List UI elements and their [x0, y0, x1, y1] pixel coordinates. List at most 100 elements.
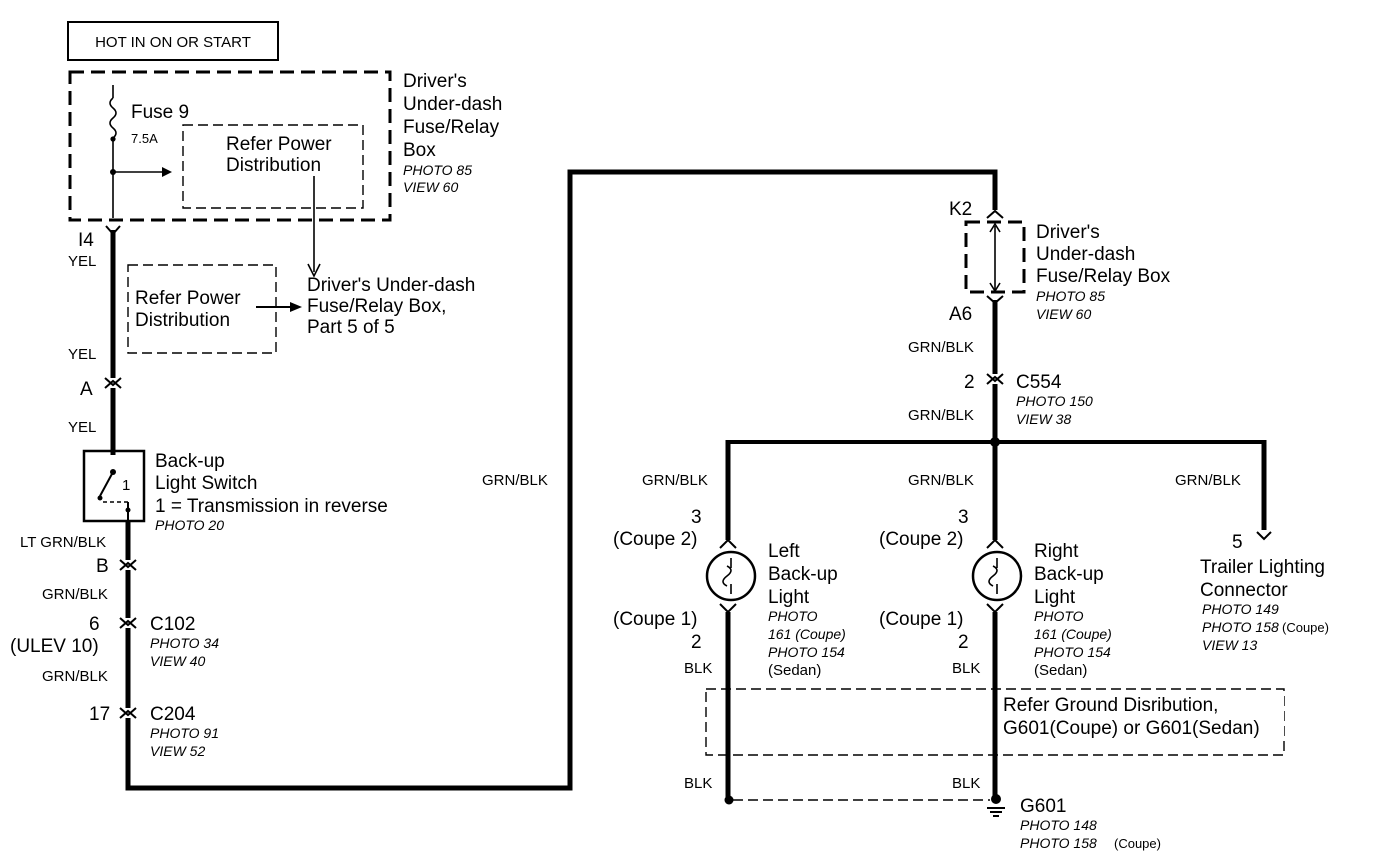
switch-position: 1 — [122, 477, 130, 494]
fuse-box-right-photo: PHOTO 85 — [1036, 288, 1105, 304]
connector-a-label: A — [80, 379, 93, 400]
right-light-bulb — [971, 550, 1023, 602]
fuse-box-title-4: Box — [403, 140, 436, 161]
c204-name: C204 — [150, 704, 196, 725]
terminal-k2: K2 — [949, 199, 972, 220]
trailer-title-2: Connector — [1200, 580, 1288, 601]
terminal-i4: I4 — [78, 230, 94, 251]
left-light-bot-pin: 2 — [691, 632, 702, 653]
left-light-top-connector — [719, 538, 737, 549]
left-ground-dot — [724, 795, 734, 805]
left-light-photo-2: 161 (Coupe) — [768, 626, 846, 642]
c204-pin: 17 — [89, 704, 110, 725]
fuse-box-photo: PHOTO 85 — [403, 162, 472, 178]
ground-refer-box — [705, 688, 1285, 756]
switch-photo: PHOTO 20 — [155, 517, 224, 533]
trailer-title-1: Trailer Lighting — [1200, 557, 1325, 578]
right-light-filament — [988, 558, 998, 594]
branch-right-label: GRN/BLK — [1175, 472, 1241, 489]
left-light-photo-1: PHOTO — [768, 608, 818, 624]
refer-power-top-1: Refer Power — [226, 134, 332, 155]
right-light-ground-wire-2: BLK — [952, 775, 980, 792]
wire-grn-blk-b-label: GRN/BLK — [42, 586, 108, 603]
c102-alt: (ULEV 10) — [10, 636, 99, 657]
right-light-title-2: Back-up — [1034, 564, 1104, 585]
connector-a — [104, 377, 122, 389]
wire-lt-grn-blk-label: LT GRN/BLK — [20, 534, 106, 551]
trailer-view: VIEW 13 — [1202, 637, 1257, 653]
right-light-sedan: (Sedan) — [1034, 662, 1087, 679]
switch-blade — [99, 471, 114, 497]
c554-view: VIEW 38 — [1016, 411, 1071, 427]
left-light-bot-variant: (Coupe 1) — [613, 609, 698, 630]
fuse-box-title-2: Under-dash — [403, 94, 502, 115]
fuse-box-right-arrow-up — [989, 222, 1001, 233]
right-light-ground-wire: BLK — [952, 660, 980, 677]
left-light-sedan: (Sedan) — [768, 662, 821, 679]
branch-left-label: GRN/BLK — [642, 472, 708, 489]
wire-grn-blk-a6-label: GRN/BLK — [908, 339, 974, 356]
right-light-top-connector — [986, 538, 1004, 549]
switch-note: 1 = Transmission in reverse — [155, 496, 388, 517]
refer-target-1: Driver's Under-dash — [307, 275, 475, 296]
c102-view: VIEW 40 — [150, 653, 205, 669]
left-light-photo-3: PHOTO 154 — [768, 644, 845, 660]
c554-name: C554 — [1016, 372, 1062, 393]
left-light-bottom-connector — [719, 603, 737, 614]
power-label: HOT IN ON OR START — [95, 34, 251, 51]
c102-pin: 6 — [89, 614, 100, 635]
fuse-box-title-1: Driver's — [403, 71, 467, 92]
right-light-bot-pin: 2 — [958, 632, 969, 653]
ground-refer-bg — [1000, 691, 1284, 741]
refer-target-2: Fuse/Relay Box, — [307, 296, 446, 317]
fuse-box-right-view: VIEW 60 — [1036, 306, 1091, 322]
refer-power-left-1: Refer Power — [135, 288, 241, 309]
ground-refer-1: Refer Ground Disribution, — [1003, 695, 1218, 716]
switch-contact-b — [125, 507, 131, 513]
c554-photo: PHOTO 150 — [1016, 393, 1093, 409]
left-light-title-1: Left — [768, 541, 800, 562]
ground-refer-2: G601(Coupe) or G601(Sedan) — [1003, 718, 1260, 739]
refer-power-box-left — [127, 264, 277, 354]
trailer-photo-1: PHOTO 149 — [1202, 601, 1279, 617]
trailer-photo-2-variant: (Coupe) — [1282, 620, 1329, 635]
power-label-box — [67, 21, 279, 61]
connector-c204 — [119, 707, 137, 719]
terminal-a6: A6 — [949, 304, 972, 325]
fuse-box-right-arrow-down — [989, 282, 1001, 293]
ground-photo-2: PHOTO 158 — [1020, 835, 1097, 851]
right-light-title-1: Right — [1034, 541, 1079, 562]
left-light-title-3: Light — [768, 587, 810, 608]
left-light-ground-wire-2: BLK — [684, 775, 712, 792]
right-light-photo-2: 161 (Coupe) — [1034, 626, 1112, 642]
branch-mid-label: GRN/BLK — [908, 472, 974, 489]
left-light-bulb — [705, 550, 757, 602]
switch-title-1: Back-up — [155, 451, 225, 472]
fuse-box-right-title-3: Fuse/Relay Box — [1036, 266, 1171, 287]
fuse-box-right-title-2: Under-dash — [1036, 244, 1135, 265]
right-light-top-variant: (Coupe 2) — [879, 529, 964, 550]
ground-name: G601 — [1020, 796, 1066, 817]
connector-trailer — [1256, 531, 1272, 541]
fuse-rating: 7.5A — [131, 131, 158, 146]
left-light-title-2: Back-up — [768, 564, 838, 585]
ground-photo-1: PHOTO 148 — [1020, 817, 1097, 833]
fuse-box-view: VIEW 60 — [403, 179, 458, 195]
refer-down-arrow — [307, 263, 321, 278]
right-light-bottom-connector — [986, 603, 1004, 614]
fuse-box-title-3: Fuse/Relay — [403, 117, 500, 138]
connector-b-label: B — [96, 556, 109, 577]
c554-pin: 2 — [964, 372, 975, 393]
connector-b — [119, 559, 137, 571]
fuse-element — [109, 97, 117, 139]
right-light-bot-variant: (Coupe 1) — [879, 609, 964, 630]
wire-grn-blk-c554-label: GRN/BLK — [908, 407, 974, 424]
right-light-title-3: Light — [1034, 587, 1076, 608]
right-light-photo-1: PHOTO — [1034, 608, 1084, 624]
c204-view: VIEW 52 — [150, 743, 205, 759]
ground-photo-2-variant: (Coupe) — [1114, 836, 1161, 851]
wire-yel-3: YEL — [68, 419, 96, 436]
c102-photo: PHOTO 34 — [150, 635, 219, 651]
left-light-ground-wire: BLK — [684, 660, 712, 677]
